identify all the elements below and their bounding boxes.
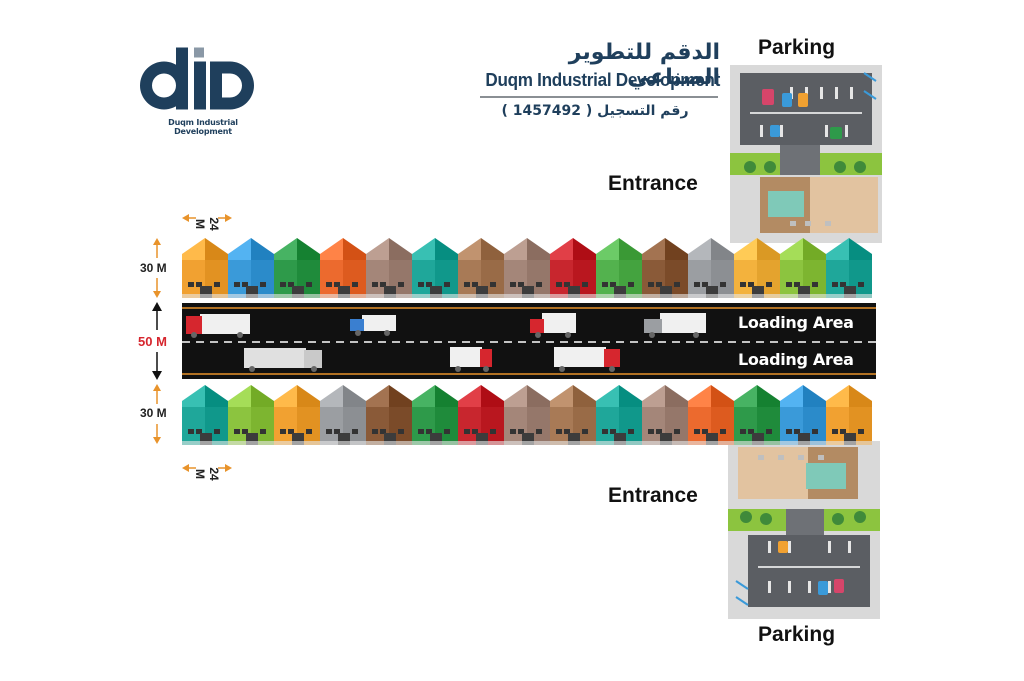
warehouse-unit xyxy=(182,385,228,445)
loading-area-label-top: Loading Area xyxy=(738,313,854,332)
warehouse-unit xyxy=(366,385,412,445)
truck-7 xyxy=(554,347,620,372)
warehouse-unit xyxy=(550,385,596,445)
truck-3 xyxy=(530,313,576,338)
warehouse-unit xyxy=(320,238,366,298)
truck-5 xyxy=(244,348,322,372)
unit-width-label-top: 24 M xyxy=(193,217,221,231)
truck-1 xyxy=(186,314,250,338)
warehouse-unit xyxy=(228,238,274,298)
warehouse-unit xyxy=(826,385,872,445)
warehouse-unit xyxy=(734,385,780,445)
warehouse-unit xyxy=(780,238,826,298)
warehouse-unit xyxy=(596,385,642,445)
warehouse-row-bottom xyxy=(182,385,872,445)
entrance-label-bottom: Entrance xyxy=(608,484,698,507)
truck-2 xyxy=(350,315,396,336)
warehouse-unit xyxy=(504,385,550,445)
warehouse-unit xyxy=(826,238,872,298)
unit-width-label-bottom: 24 M xyxy=(193,467,221,481)
warehouse-row-top xyxy=(182,238,872,298)
warehouse-unit xyxy=(320,385,366,445)
parking-label-bottom: Parking xyxy=(758,623,836,646)
warehouse-unit xyxy=(458,238,504,298)
loading-area-label-bottom: Loading Area xyxy=(738,350,854,369)
logo-caption: Duqm Industrial Development xyxy=(168,118,238,136)
warehouse-unit xyxy=(274,385,320,445)
truck-4 xyxy=(644,313,706,338)
warehouse-unit xyxy=(596,238,642,298)
company-name-arabic: الدقم للتطوير الصناعي xyxy=(568,40,720,90)
road xyxy=(182,303,876,379)
registration-number: رقم التسجيل ( 1457492 ) xyxy=(501,103,689,119)
width-arrow-bottom xyxy=(182,460,232,476)
unit-depth-label-top: 30 M xyxy=(140,261,167,275)
warehouse-unit xyxy=(366,238,412,298)
warehouse-unit xyxy=(412,238,458,298)
entrance-label-top: Entrance xyxy=(608,172,698,195)
warehouse-unit xyxy=(642,238,688,298)
road-width-label: 50 M xyxy=(138,334,167,349)
parking-label-top: Parking xyxy=(758,36,836,59)
warehouse-unit xyxy=(412,385,458,445)
width-arrow-top xyxy=(182,210,232,226)
warehouse-unit xyxy=(458,385,504,445)
depth-arrow-top xyxy=(148,238,166,298)
warehouse-unit xyxy=(688,238,734,298)
header-divider xyxy=(480,96,718,98)
company-name-english: Duqm Industrial Development xyxy=(485,70,720,90)
road-width-arrow xyxy=(148,302,166,380)
truck-6 xyxy=(450,347,492,372)
site-plan-bottom xyxy=(728,441,880,619)
warehouse-unit xyxy=(504,238,550,298)
warehouse-unit xyxy=(734,238,780,298)
site-plan-top xyxy=(730,65,882,243)
warehouse-unit xyxy=(182,238,228,298)
warehouse-unit xyxy=(642,385,688,445)
unit-depth-label-bottom: 30 M xyxy=(140,406,167,420)
depth-arrow-bottom xyxy=(148,384,166,444)
did-logo xyxy=(140,47,254,110)
warehouse-unit xyxy=(550,238,596,298)
warehouse-unit xyxy=(274,238,320,298)
warehouse-unit xyxy=(780,385,826,445)
warehouse-unit xyxy=(688,385,734,445)
warehouse-unit xyxy=(228,385,274,445)
